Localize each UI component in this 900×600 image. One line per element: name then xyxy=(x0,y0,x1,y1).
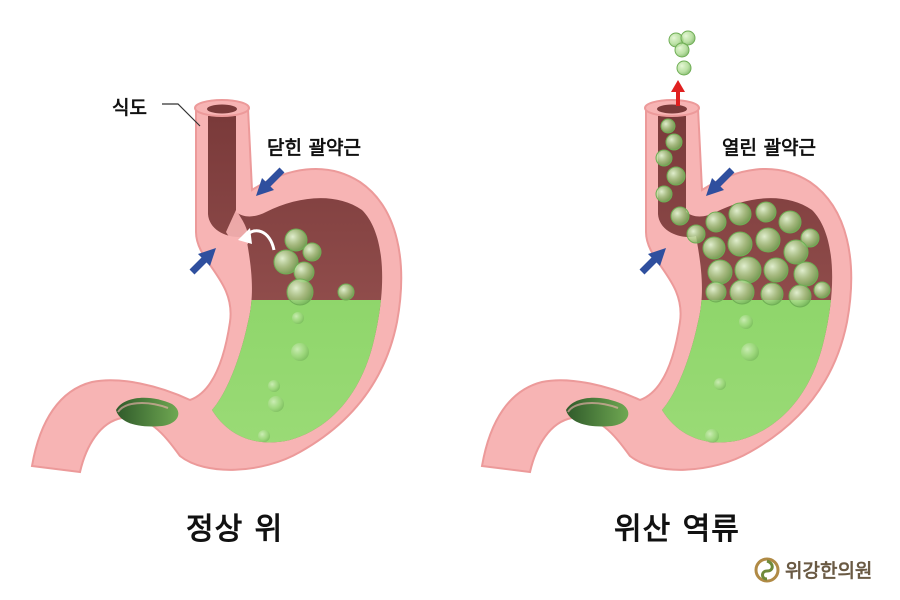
closed-sphincter-label: 닫힌 괄약근 xyxy=(267,137,362,159)
escaping-bubbles xyxy=(668,30,696,76)
gas-bubbles-normal xyxy=(258,228,355,442)
open-sphincter-label: 열린 괄약근 xyxy=(722,137,817,159)
reflux-stomach xyxy=(482,30,851,500)
normal-stomach-caption: 정상 위 xyxy=(186,512,284,547)
normal-stomach xyxy=(32,100,401,500)
sphincter-arrow-upper-icon xyxy=(706,167,735,196)
gas-return-arrow-icon xyxy=(238,228,276,251)
brand-logo: 위강한의원 xyxy=(754,556,872,583)
brand-name: 위강한의원 xyxy=(785,560,873,582)
esophagus-leader-line xyxy=(162,103,201,127)
reflux-up-arrow-icon xyxy=(671,80,685,106)
sphincter-arrow-lower-icon xyxy=(639,248,666,275)
sphincter-arrow-lower-icon xyxy=(189,248,216,275)
brand-swirl-icon xyxy=(754,557,780,582)
gas-bubbles-reflux xyxy=(655,118,831,443)
sphincter-arrow-upper-icon xyxy=(256,167,285,196)
esophagus-label: 식도 xyxy=(112,97,147,119)
reflux-stomach-caption: 위산 역류 xyxy=(614,512,740,547)
